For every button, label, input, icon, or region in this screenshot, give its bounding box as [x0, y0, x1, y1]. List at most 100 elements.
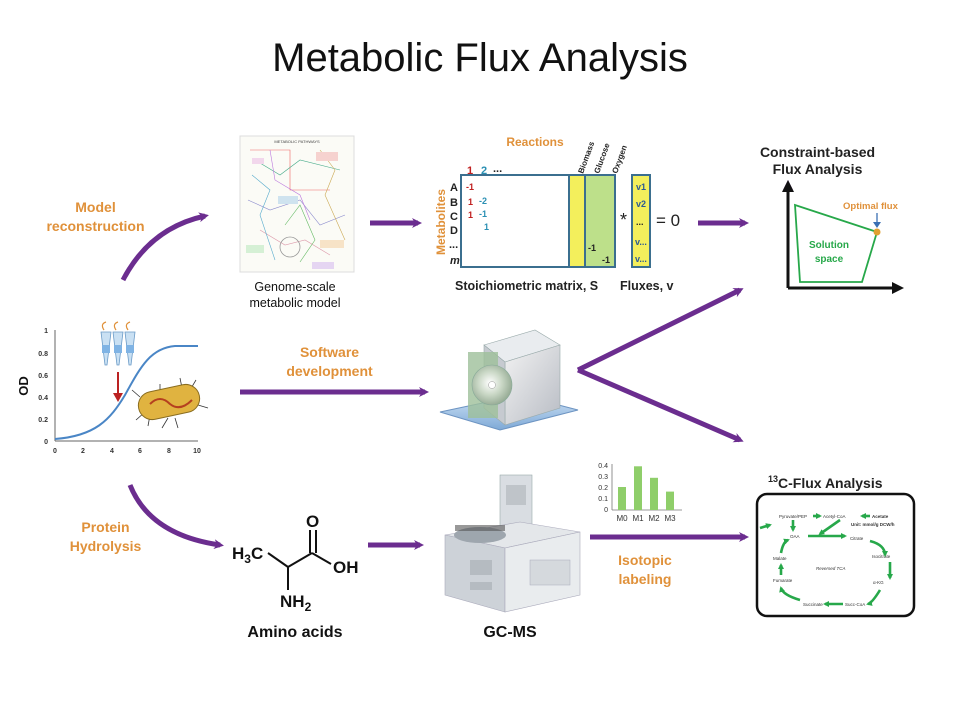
- y-tick: 0.8: [38, 351, 48, 358]
- metabolic-pathway-map: METABOLIC PATHWAYS: [239, 135, 355, 273]
- x-tick: 8: [167, 448, 171, 455]
- protein-hydrolysis-label: Protein Hydrolysis: [69, 519, 142, 554]
- svg-text:METABOLIC PATHWAYS: METABOLIC PATHWAYS: [274, 139, 320, 144]
- c13-pathway-arrows: [759, 513, 893, 607]
- entry: -1: [479, 209, 487, 219]
- equals-zero: = 0: [656, 211, 680, 230]
- growth-curve-chart: 0 0.2 0.4 0.6 0.8 1 0 2 4 6 8 10 OD: [16, 321, 209, 455]
- solution-space-line2: space: [815, 254, 844, 265]
- x-tick: 6: [138, 448, 142, 455]
- multiply-sign: *: [620, 210, 627, 230]
- iso-y-tick: 0.3: [598, 474, 608, 481]
- iso-bar: [650, 477, 658, 510]
- arrow-software-to-constraint: [576, 287, 744, 373]
- node-isocitrate: Isocitrate: [872, 554, 891, 559]
- matrix-col-labels: 1 2 ...: [467, 163, 502, 177]
- y-tick: 1: [44, 328, 48, 335]
- flux-ellipsis: ...: [636, 217, 644, 227]
- iso-cat: M1: [632, 514, 644, 523]
- gc-ms-instrument-icon: [444, 474, 581, 613]
- od-axis-label: OD: [16, 376, 31, 396]
- iso-bars: [618, 466, 674, 510]
- page-title: Metabolic Flux Analysis: [272, 36, 688, 80]
- entry: -2: [479, 196, 487, 206]
- x-tick: 0: [53, 448, 57, 455]
- software-box-icon: [439, 329, 579, 431]
- flow-arrows: [120, 212, 749, 550]
- x-tick: 2: [81, 448, 85, 455]
- entry: -1: [602, 255, 610, 265]
- iso-cat: M3: [664, 514, 676, 523]
- node-succ-coa: Succ-CoA: [845, 602, 865, 607]
- iso-y-tick: 0.1: [598, 496, 608, 503]
- row-a: A: [450, 182, 458, 194]
- special-cols: Biomass Glucose Oxygen: [576, 140, 629, 175]
- stoich-matrix-caption: Stoichiometric matrix, S: [455, 279, 599, 293]
- iso-bar: [618, 487, 626, 510]
- genome-model-caption: Genome-scale metabolic model: [249, 280, 341, 310]
- iso-cat: M2: [648, 514, 660, 523]
- node-acetate: Acetate: [872, 514, 889, 519]
- node-akg: α-KG: [873, 580, 884, 585]
- arrow-protein-hydrolysis: [127, 484, 224, 550]
- node-acetyl-coa: Acetyl-CoA: [823, 514, 846, 519]
- h3c-label: H3C: [232, 544, 263, 566]
- c13-flux-panel: 13C-Flux Analysis Pyruvate/PEP Acetyl-Co…: [755, 474, 916, 618]
- col-2: 2: [481, 165, 487, 177]
- nh2-label: NH2: [280, 592, 312, 614]
- node-succinate: Succinate: [803, 602, 823, 607]
- iso-y-tick: 0.4: [598, 463, 608, 470]
- matrix-entries: -1 1 -2 1 -1 1 -1 -1: [466, 182, 610, 265]
- stoichiometric-matrix: Reactions Metabolites A B C D ... m 1 2 …: [434, 135, 680, 268]
- arrow-software-to-c13: [577, 367, 744, 443]
- c13-panel-title: 13C-Flux Analysis: [768, 474, 883, 491]
- x-tick: 4: [110, 448, 114, 455]
- row-ellipsis: ...: [449, 239, 458, 251]
- col-1: 1: [467, 165, 473, 177]
- gc-ms-caption: GC-MS: [483, 624, 537, 641]
- metabolites-label: Metabolites: [434, 189, 448, 255]
- entry: -1: [466, 182, 474, 192]
- x-tick: 10: [193, 448, 201, 455]
- isotopic-labeling-label: Isotopic labeling: [618, 552, 672, 587]
- unit-label: Unit: mmol/g DCW/h: [851, 522, 895, 527]
- row-m: m: [450, 255, 460, 267]
- constraint-plot: Optimal flux Solution space: [782, 180, 904, 294]
- row-d: D: [450, 225, 458, 237]
- iso-cat: M0: [616, 514, 628, 523]
- fluxes-caption: Fluxes, v: [620, 279, 674, 293]
- solution-space-line1: Solution: [809, 240, 849, 251]
- iso-bar: [666, 491, 674, 510]
- growth-curve-line: [54, 345, 198, 440]
- iso-y-tick: 0.2: [598, 485, 608, 492]
- node-malate: Malate: [773, 556, 787, 561]
- pipette-icon: [101, 321, 131, 331]
- flux-vn1: v...: [635, 237, 647, 247]
- col-ellipsis: ...: [493, 163, 502, 175]
- entry: -1: [588, 243, 596, 253]
- y-tick: 0.2: [38, 417, 48, 424]
- c13-nodes: Pyruvate/PEP Acetyl-CoA Acetate OAA Citr…: [773, 514, 895, 607]
- flux-vector: v1 v2 ... v... v...: [635, 182, 647, 264]
- arrow-model-reconstruction: [120, 212, 209, 282]
- flux-vn2: v...: [635, 254, 647, 264]
- entry: 1: [484, 222, 489, 232]
- row-c: C: [450, 211, 458, 223]
- model-reconstruction-label: Model reconstruction: [46, 199, 145, 234]
- node-citrate: Citrate: [850, 536, 864, 541]
- node-oaa: OAA: [790, 534, 800, 539]
- glucose-label: Glucose: [592, 141, 611, 174]
- oxygen-label: Oxygen: [610, 144, 629, 175]
- iso-bar: [634, 466, 642, 510]
- y-tick: 0: [44, 439, 48, 446]
- amino-acid-structure: [267, 530, 332, 590]
- isotope-chart: 0 0.1 0.2 0.3 0.4 M0 M1 M2 M3: [598, 463, 682, 523]
- node-pyruvate: Pyruvate/PEP: [779, 514, 807, 519]
- bacterium-icon: [131, 377, 209, 429]
- o-label: O: [306, 512, 319, 531]
- matrix-row-labels: A B C D ... m: [449, 182, 460, 267]
- software-development-label: Software development: [286, 344, 373, 379]
- entry: 1: [468, 197, 473, 207]
- node-fumarate: Fumarate: [773, 578, 793, 583]
